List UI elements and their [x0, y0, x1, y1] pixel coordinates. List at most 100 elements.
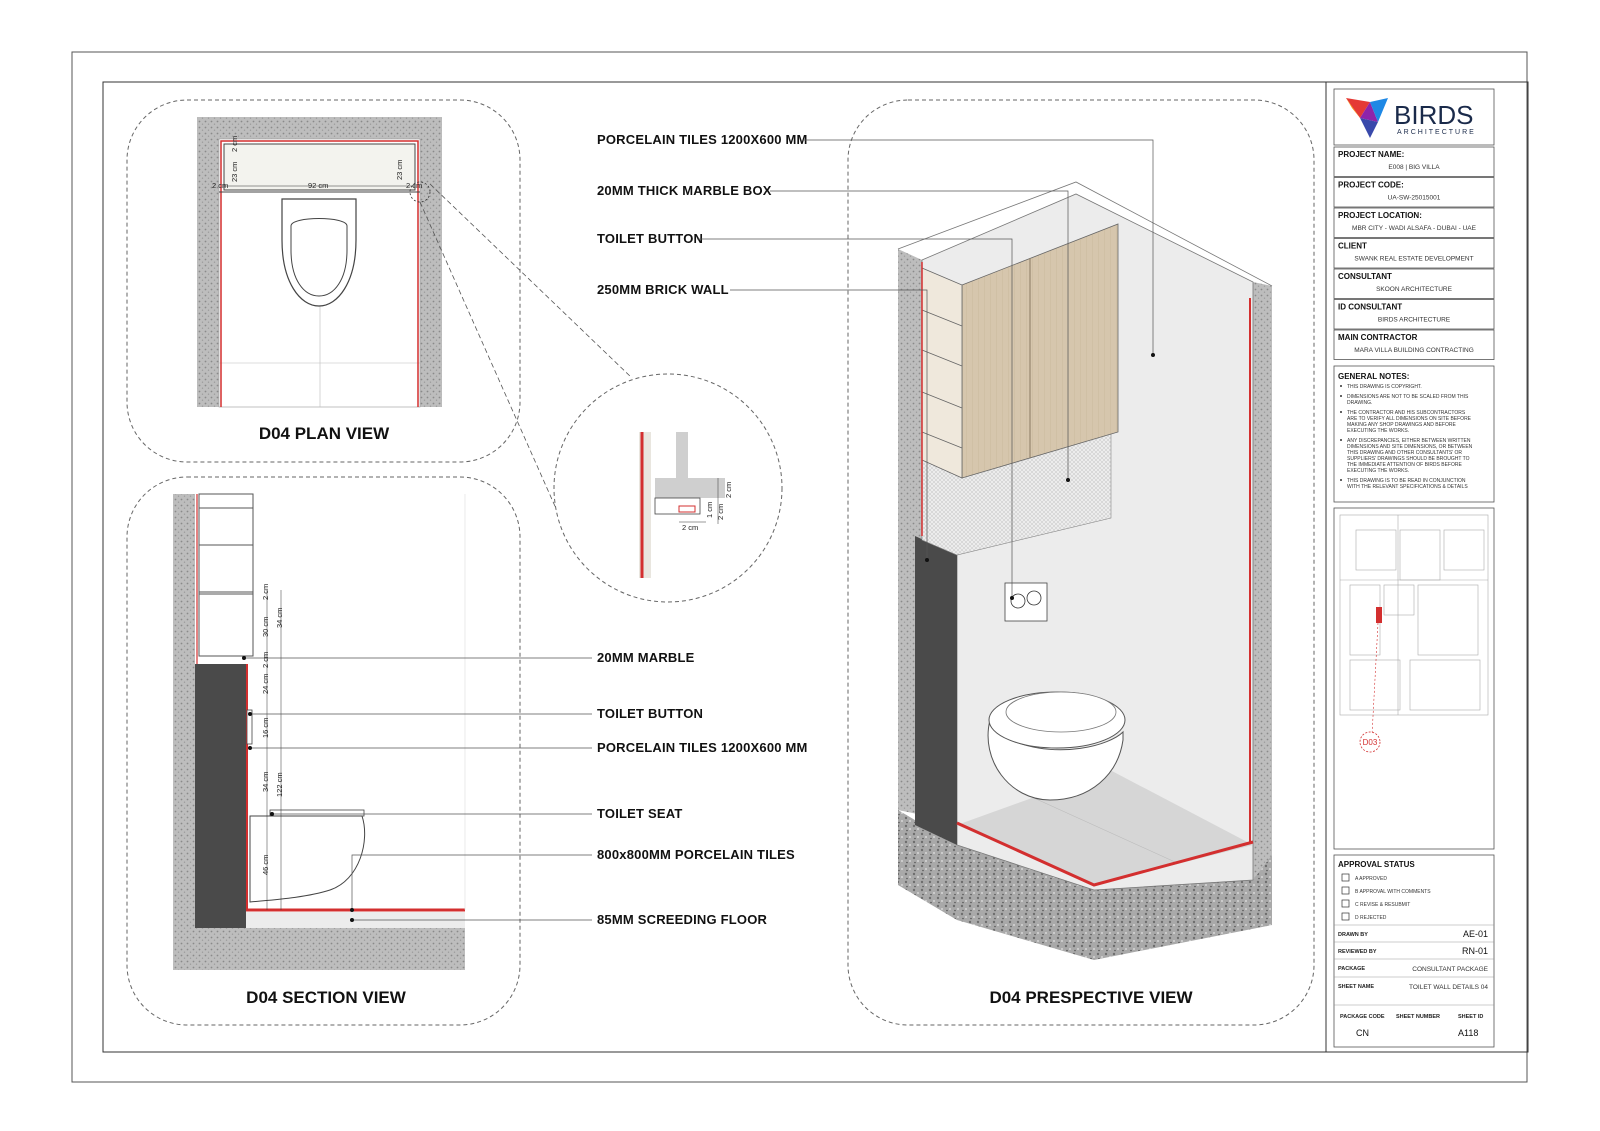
section-dim-24cm: 24 cm: [261, 674, 270, 694]
tb-note-line: THE CONTRACTOR AND HIS SUBCONTRACTORS: [1347, 410, 1466, 416]
leader-marble-box: [770, 190, 1069, 480]
tb-note-bullet: [1340, 411, 1342, 413]
tb-field-box: [1333, 177, 1495, 208]
tb-field-value: MBR CITY - WADI ALSAFA - DUBAI - UAE: [1352, 225, 1477, 232]
keyplan-highlight: [1376, 607, 1382, 623]
section-dim-30cm: 30 cm: [261, 617, 270, 637]
plan-marble-box: [223, 143, 416, 191]
leader-porcelain-a: [803, 139, 1154, 355]
perspective-callouts: PORCELAIN TILES 1200X600 MM 20MM THICK M…: [597, 132, 1155, 600]
tb-note-line: SUPPLIERS' DRAWINGS SHOULD BE BROUGHT TO: [1347, 456, 1470, 462]
plan-dim-2cm-c: 2 cm: [406, 181, 422, 190]
tb-field-value: E008 | BIG VILLA: [1388, 164, 1440, 171]
approval-label: C REVISE & RESUBMIT: [1355, 902, 1410, 908]
persp-slab-side: [957, 845, 1094, 960]
callout-screeding: 85MM SCREEDING FLOOR: [597, 912, 768, 927]
callout-floor-tiles: 800x800MM PORCELAIN TILES: [597, 847, 795, 862]
callout-toilet-button-a: TOILET BUTTON: [597, 231, 703, 246]
tb-field-label: PROJECT NAME:: [1338, 150, 1404, 159]
section-toilet-seat: [269, 809, 365, 817]
tb-sheet-id-label: SHEET ID: [1458, 1014, 1483, 1020]
leader-dot-toilet-seat: [270, 812, 274, 816]
callout-porcelain-b: PORCELAIN TILES 1200X600 MM: [597, 740, 808, 755]
persp-red-floor: [956, 821, 1254, 887]
section-dim-2cm-mid: 2 cm: [261, 652, 270, 668]
section-toilet-button: [246, 709, 253, 745]
persp-toilet-lid: [1005, 691, 1117, 733]
tb-field-value: SKOON ARCHITECTURE: [1376, 286, 1453, 293]
tb-field-label: PROJECT CODE:: [1338, 181, 1404, 190]
plan-toilet-inner: [290, 218, 348, 297]
section-wall: [173, 494, 195, 928]
tb-field-value: SWANK REAL ESTATE DEVELOPMENT: [1354, 256, 1473, 263]
tb-note-line: ARE TO VERIFY ALL DIMENSIONS ON SITE BEF…: [1347, 416, 1472, 422]
section-floor-slab: [173, 928, 465, 970]
leader-toilet-button-a: [697, 238, 1013, 598]
tb-field-label: PROJECT LOCATION:: [1338, 211, 1422, 220]
tb-sheet-id: A118: [1458, 1028, 1478, 1038]
tb-note-line: THE IMMEDIATE ATTENTION OF BIRDS BEFORE: [1347, 462, 1462, 468]
approval-checkbox[interactable]: [1341, 899, 1350, 908]
callout-toilet-button-b: TOILET BUTTON: [597, 706, 703, 721]
detail-dim-2cm-b: 2 cm: [716, 504, 725, 520]
tb-note-line: ANY DISCREPANCIES, EITHER BETWEEN WRITTE…: [1347, 438, 1471, 444]
persp-shelf-4: [921, 431, 963, 449]
tb-field-box: [1333, 268, 1495, 299]
leader-brick-wall: [730, 289, 928, 560]
callout-20mm-marble: 20MM MARBLE: [597, 650, 695, 665]
callout-brick-wall: 250MM BRICK WALL: [597, 282, 729, 297]
perspective-view-title: D04 PRESPECTIVE VIEW: [989, 988, 1193, 1007]
approval-checkbox[interactable]: [1341, 886, 1350, 895]
tb-notes: THIS DRAWING IS COPYRIGHT.DIMENSIONS ARE…: [1340, 384, 1473, 490]
leader-dot-toilet-button-a: [1010, 596, 1014, 600]
plan-dim-23cm-a: 23 cm: [230, 162, 239, 182]
tb-field-label: ID CONSULTANT: [1338, 303, 1402, 312]
tb-field-value: UA-SW-25015001: [1388, 195, 1441, 202]
plan-dim-2cm-a: 2 cm: [212, 181, 228, 190]
callout-marble-box: 20MM THICK MARBLE BOX: [597, 183, 772, 198]
tb-sheet-name-label: SHEET NAME: [1338, 984, 1374, 990]
persp-dark-panel: [915, 536, 957, 845]
tb-field-box: [1333, 238, 1495, 269]
detail-slab-upper: [676, 432, 688, 480]
keyplan-tag: D03: [1363, 738, 1378, 747]
tb-approval-box: [1333, 854, 1495, 1048]
detail-view: 2 cm 1 cm 2 cm 2 cm: [553, 373, 783, 603]
section-toilet-bowl: [249, 815, 366, 903]
tb-drawn-by: AE-01: [1463, 929, 1488, 939]
detail-leader-b: [419, 201, 571, 541]
section-dim-34cm-a: 34 cm: [275, 608, 284, 628]
section-dim-34cm-b: 34 cm: [261, 772, 270, 792]
perspective-view-frame: [847, 99, 1315, 1026]
tb-field-value: MARA VILLA BUILDING CONTRACTING: [1354, 347, 1474, 354]
tb-package-code-label: PACKAGE CODE: [1340, 1014, 1385, 1020]
tb-note-line: THIS DRAWING AND OTHER CONSULTANTS' OR: [1347, 450, 1462, 456]
section-view: 2 cm 30 cm 34 cm 2 cm 24 cm 16 cm 34 cm …: [126, 476, 521, 1026]
tb-drawn-by-label: DRAWN BY: [1338, 932, 1368, 938]
tb-reviewed-by: RN-01: [1462, 946, 1488, 956]
tb-note-bullet: [1340, 395, 1342, 397]
persp-right-wall: [1253, 282, 1272, 880]
section-dim-2cm-top: 2 cm: [261, 584, 270, 600]
tb-field-label: MAIN CONTRACTOR: [1338, 333, 1418, 342]
callout-toilet-seat: TOILET SEAT: [597, 806, 683, 821]
detail-slab: [655, 478, 725, 498]
plan-dim-23cm-b: 23 cm: [395, 160, 404, 180]
tb-package-label: PACKAGE: [1338, 966, 1365, 972]
leader-floor-tiles: [351, 854, 592, 910]
detail-dim-1cm: 1 cm: [705, 502, 714, 518]
persp-top-edge: [897, 181, 1273, 287]
keyplan-tag-circle: [1359, 731, 1381, 753]
approval-checkbox[interactable]: [1341, 873, 1350, 882]
tb-field-value: BIRDS ARCHITECTURE: [1378, 317, 1451, 324]
detail-marble-inner: [678, 505, 696, 513]
tb-note-bullet: [1340, 479, 1342, 481]
detail-dim-2cm-c: 2 cm: [724, 482, 733, 498]
approval-checkbox[interactable]: [1341, 912, 1350, 921]
persp-flush-btn-a: [1010, 593, 1026, 609]
leader-dot-marble-box: [1066, 478, 1070, 482]
tb-note-line: DIMENSIONS ARE NOT TO BE SCALED FROM THI…: [1347, 394, 1469, 400]
tb-reviewed-by-label: REVIEWED BY: [1338, 949, 1377, 955]
tb-keyplan-box: [1333, 507, 1495, 850]
